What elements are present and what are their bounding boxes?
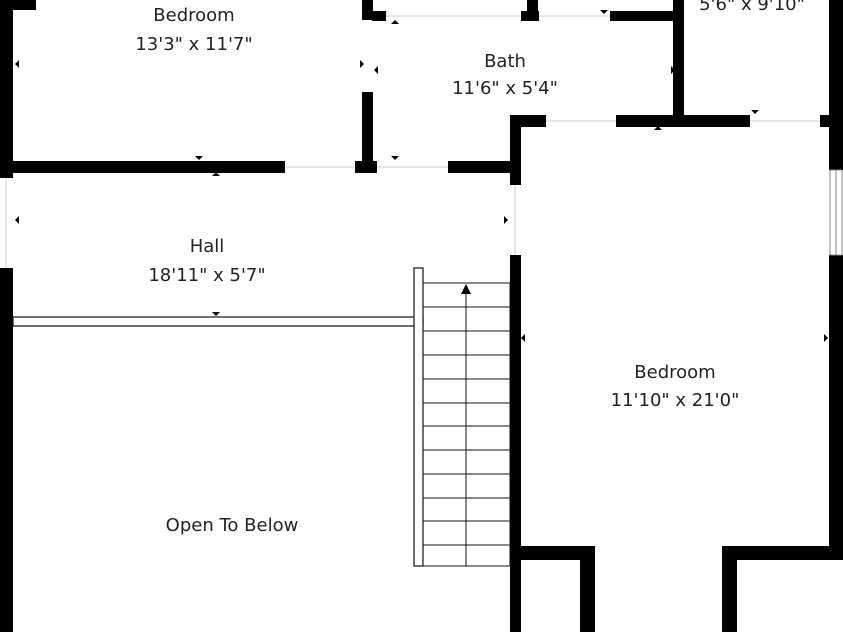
- room-name-bath: Bath: [484, 51, 526, 72]
- marker-icon: [212, 312, 220, 316]
- wall-bottom-c: [722, 546, 737, 632]
- marker-icon: [751, 110, 759, 114]
- wall-right-upper: [829, 0, 843, 170]
- wall-rbed-left-lower: [510, 255, 521, 632]
- wall-rbed-top-c: [820, 115, 843, 127]
- marker-icon: [374, 66, 378, 74]
- marker-icon: [824, 334, 828, 342]
- wall-bedroom-bath-upper: [362, 0, 373, 20]
- marker-icon: [212, 172, 220, 176]
- wall-bottom-d: [722, 546, 843, 560]
- marker-icon: [360, 60, 364, 68]
- stair-treads: [423, 306, 510, 546]
- marker-icon: [654, 126, 662, 130]
- railing-vertical: [413, 267, 424, 567]
- openings: [5, 15, 820, 268]
- room-name-open-to-below: Open To Below: [166, 515, 299, 536]
- wall-rbed-top-b: [616, 115, 750, 127]
- wall-bedroom-bottom-left: [13, 161, 285, 173]
- stairs: [422, 282, 511, 567]
- marker-icon: [391, 156, 399, 160]
- room-name-bedroom-right: Bedroom: [634, 362, 715, 383]
- wall-bath-top-c: [610, 11, 682, 21]
- room-dims-hall: 18'11" x 5'7": [148, 265, 265, 286]
- marker-icon: [391, 20, 399, 24]
- stairs-up-arrow-icon: [461, 284, 471, 294]
- wall-right-lower: [829, 255, 843, 555]
- marker-icon: [15, 216, 19, 224]
- wall-left-lower: [0, 268, 13, 632]
- marker-icon: [671, 66, 675, 74]
- wall-left-upper: [0, 0, 13, 178]
- railing-horizontal: [12, 316, 424, 327]
- room-dims-closet-top-right: 5'6" x 9'10": [699, 0, 805, 15]
- marker-icon: [521, 334, 525, 342]
- marker-icon: [195, 156, 203, 160]
- wall-bedroom-bath-lower: [362, 92, 373, 172]
- wall-top-left-stub: [0, 0, 36, 10]
- wall-bath-top-a: [372, 11, 386, 21]
- room-dims-bedroom-top-left: 13'3" x 11'7": [135, 34, 252, 55]
- room-labels: Bedroom 13'3" x 11'7" 5'6" x 9'10" Bath …: [135, 0, 805, 536]
- wall-bedroom-bottom-mid: [355, 161, 377, 173]
- room-name-bedroom-top-left: Bedroom: [153, 5, 234, 26]
- dimension-markers: [15, 10, 828, 342]
- wall-bath-bottom: [448, 161, 520, 173]
- wall-bottom-a: [510, 546, 595, 560]
- marker-icon: [600, 10, 608, 14]
- marker-icon: [15, 60, 19, 68]
- room-dims-bedroom-right: 11'10" x 21'0": [611, 390, 740, 411]
- wall-rbed-left-upper: [510, 115, 521, 185]
- room-name-hall: Hall: [190, 236, 225, 257]
- wall-bath-top-post: [527, 0, 538, 20]
- wall-bottom-b: [580, 546, 595, 632]
- room-dims-bath: 11'6" x 5'4": [452, 78, 558, 99]
- marker-icon: [504, 216, 508, 224]
- wall-closet-left: [673, 0, 684, 118]
